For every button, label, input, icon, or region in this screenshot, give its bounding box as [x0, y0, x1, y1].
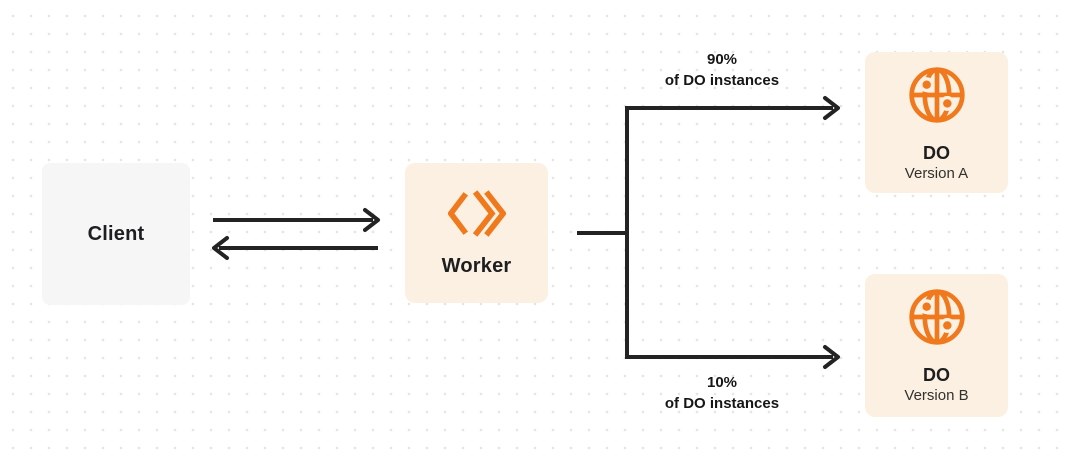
do-a-title: DO	[923, 143, 950, 163]
arrowhead-to-version-a	[823, 96, 840, 120]
split-90-label: 90% of DO instances	[622, 49, 822, 91]
arrowhead-worker-to-client	[212, 236, 229, 260]
globe-icon	[908, 289, 965, 345]
caption-text: of DO instances	[664, 395, 780, 412]
caption-text: of DO instances	[664, 72, 780, 89]
arrowhead-to-version-b	[823, 345, 840, 369]
percent-text: 10%	[706, 374, 738, 391]
arrowhead-client-to-worker	[363, 208, 380, 232]
workers-logo-icon	[447, 190, 506, 237]
globe-icon	[908, 67, 965, 123]
client-label: Client	[87, 223, 145, 245]
worker-node: Worker	[405, 163, 548, 303]
split-connector	[577, 106, 833, 359]
do-version-b-node: DO Version B	[865, 274, 1008, 417]
percent-text: 90%	[706, 51, 738, 68]
do-b-subtitle: Version B	[904, 387, 969, 404]
worker-label: Worker	[441, 255, 512, 277]
split-10-label: 10% of DO instances	[622, 372, 822, 414]
do-version-a-node: DO Version A	[865, 52, 1008, 193]
client-node: Client	[42, 163, 190, 305]
do-a-subtitle: Version A	[904, 165, 969, 182]
do-b-title: DO	[923, 365, 950, 385]
